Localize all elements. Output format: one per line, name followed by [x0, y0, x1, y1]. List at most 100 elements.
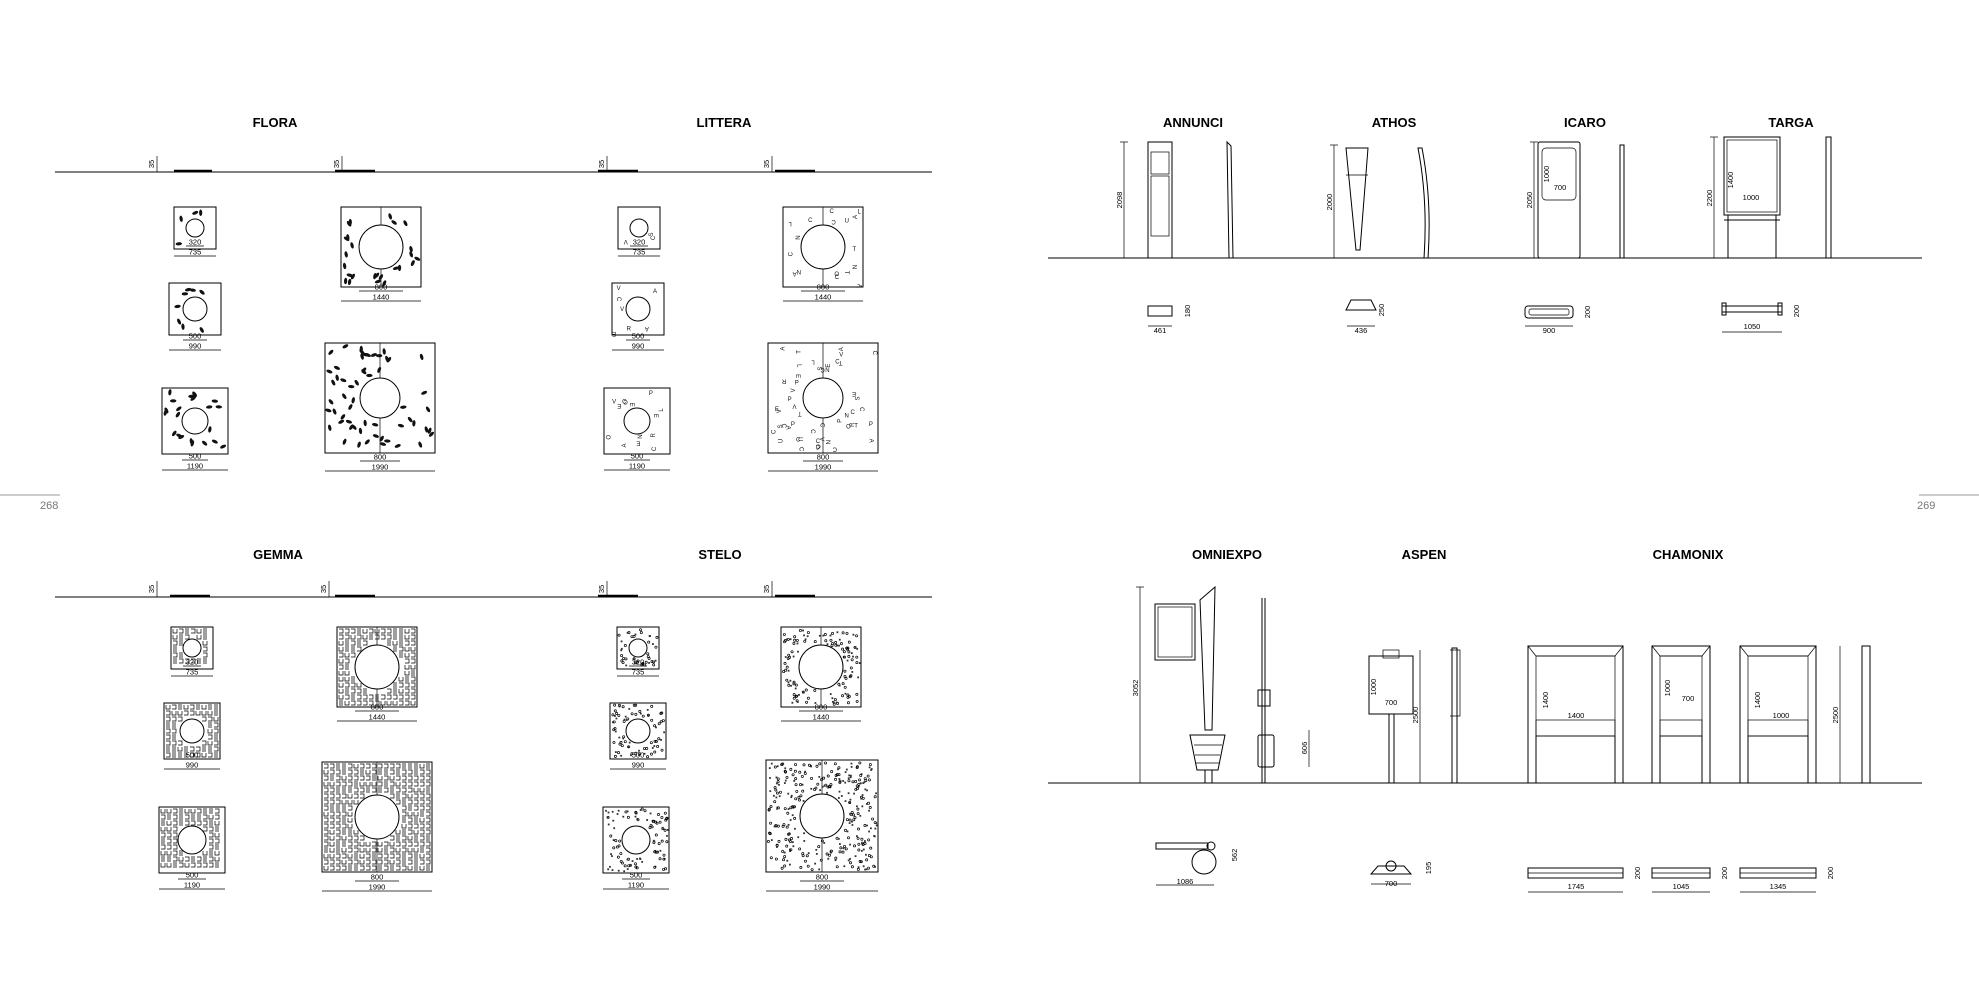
- meander-mark: [209, 850, 213, 856]
- dot-mark: [842, 655, 846, 659]
- letter-mark: A: [793, 270, 797, 276]
- dot-mark: [820, 839, 824, 843]
- meander-mark: [347, 812, 353, 817]
- dot-mark: [801, 789, 805, 793]
- meander-mark: [191, 862, 196, 868]
- dot-mark: [787, 838, 791, 842]
- meander-mark: [378, 769, 382, 775]
- leaf-mark: [418, 441, 423, 448]
- dot-mark: [652, 643, 654, 645]
- meander-mark: [324, 805, 329, 811]
- meander-mark: [179, 820, 183, 826]
- meander-mark: [214, 734, 218, 740]
- dot-mark: [663, 811, 667, 815]
- dot-mark: [836, 631, 839, 634]
- meander-mark: [336, 775, 341, 781]
- meander-mark: [166, 728, 171, 734]
- dot-mark: [776, 791, 779, 795]
- dot-mark: [844, 800, 847, 803]
- dot-mark: [631, 860, 634, 862]
- meander-mark: [384, 865, 389, 871]
- letter-mark: A: [784, 426, 790, 430]
- meander-mark: [411, 670, 415, 676]
- outer-size-label: 1990: [815, 463, 832, 472]
- meander-mark: [213, 717, 219, 722]
- dot-mark: [774, 788, 778, 792]
- outer-size-label: 735: [189, 248, 202, 257]
- dot-mark: [842, 847, 845, 850]
- meander-mark: [399, 694, 404, 700]
- dot-mark: [838, 778, 841, 780]
- meander-mark: [173, 862, 177, 868]
- leaf-mark: [394, 444, 401, 448]
- meander-mark: [179, 640, 183, 646]
- leaf-mark: [349, 424, 354, 430]
- grate-outline: [611, 282, 665, 336]
- letter-mark: C: [796, 438, 801, 444]
- dot-mark: [785, 825, 789, 829]
- meander-mark: [378, 865, 382, 871]
- dot-mark: [607, 823, 610, 826]
- meander-mark: [363, 694, 368, 700]
- dot-mark: [624, 715, 627, 718]
- dot-mark: [802, 691, 805, 694]
- dot-mark: [789, 679, 792, 682]
- meander-mark: [345, 646, 349, 652]
- dot-mark: [630, 754, 632, 757]
- dot-mark: [774, 857, 778, 861]
- dot-mark: [840, 795, 843, 797]
- letter-mark: P: [649, 391, 653, 397]
- meander-mark: [330, 769, 335, 775]
- dot-mark: [852, 813, 855, 817]
- dot-mark: [618, 839, 622, 843]
- meander-mark: [366, 763, 371, 769]
- meander-mark: [196, 629, 202, 634]
- dot-mark: [634, 703, 638, 707]
- athos-drawing: 2000 436 250: [1325, 144, 1430, 335]
- dot-mark: [770, 839, 773, 841]
- meander-mark: [369, 634, 373, 640]
- athos-plan-depth: 250: [1377, 304, 1386, 317]
- dot-mark: [868, 763, 872, 766]
- dot-mark: [788, 863, 791, 866]
- grate-tree-hole: [799, 793, 845, 839]
- meander-mark: [372, 763, 377, 769]
- letter-mark: C: [871, 351, 877, 356]
- letter-mark: R: [627, 327, 632, 333]
- dot-mark: [830, 770, 834, 774]
- dot-mark: [857, 782, 861, 786]
- dot-mark: [857, 676, 860, 679]
- meander-mark: [393, 646, 397, 652]
- dot-mark: [799, 794, 803, 798]
- meander-mark: [405, 688, 410, 694]
- meander-mark: [178, 704, 182, 710]
- dot-mark: [784, 767, 787, 770]
- leaf-mark: [412, 420, 416, 427]
- dot-mark: [848, 675, 852, 679]
- dot-mark: [796, 642, 799, 645]
- dot-mark: [868, 809, 870, 812]
- meander-mark: [172, 716, 177, 722]
- dot-mark: [787, 669, 790, 672]
- leaf-mark: [397, 423, 405, 428]
- dot-mark: [794, 687, 797, 690]
- leaf-mark: [427, 427, 432, 434]
- letter-mark: V: [777, 409, 783, 413]
- dot-mark: [829, 783, 833, 787]
- meander-mark: [399, 682, 404, 688]
- meander-mark: [201, 705, 207, 710]
- aspen-drawing: 1000 700 2500 700 195: [1368, 647, 1461, 888]
- letter-mark: L: [857, 209, 861, 215]
- meander-mark: [347, 818, 353, 823]
- meander-mark: [405, 658, 410, 664]
- hole-diameter-label: 500: [186, 751, 199, 760]
- dot-mark: [829, 693, 832, 695]
- meander-mark: [405, 700, 410, 706]
- annunci-drawing: 2098 461 180: [1115, 140, 1234, 335]
- dot-mark: [624, 810, 628, 814]
- meander-mark: [354, 793, 359, 799]
